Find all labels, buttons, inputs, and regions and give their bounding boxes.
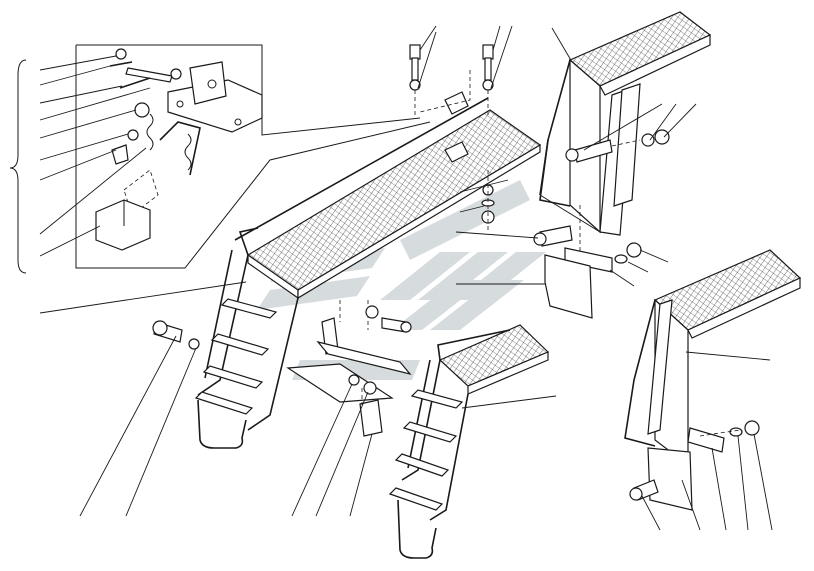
detail-inset xyxy=(75,44,431,269)
lower-right-platform xyxy=(624,249,802,531)
main-ladder-platform xyxy=(194,91,542,449)
top-bolts xyxy=(409,25,513,118)
group-brace xyxy=(9,59,27,274)
upper-mud-flap xyxy=(544,205,669,319)
short-ladder xyxy=(388,324,557,559)
left-leaders xyxy=(39,55,247,314)
upper-right-platform xyxy=(539,11,712,236)
center-fasteners xyxy=(455,170,573,285)
lower-bracket-group xyxy=(79,300,412,517)
watermark-logo xyxy=(257,180,546,380)
